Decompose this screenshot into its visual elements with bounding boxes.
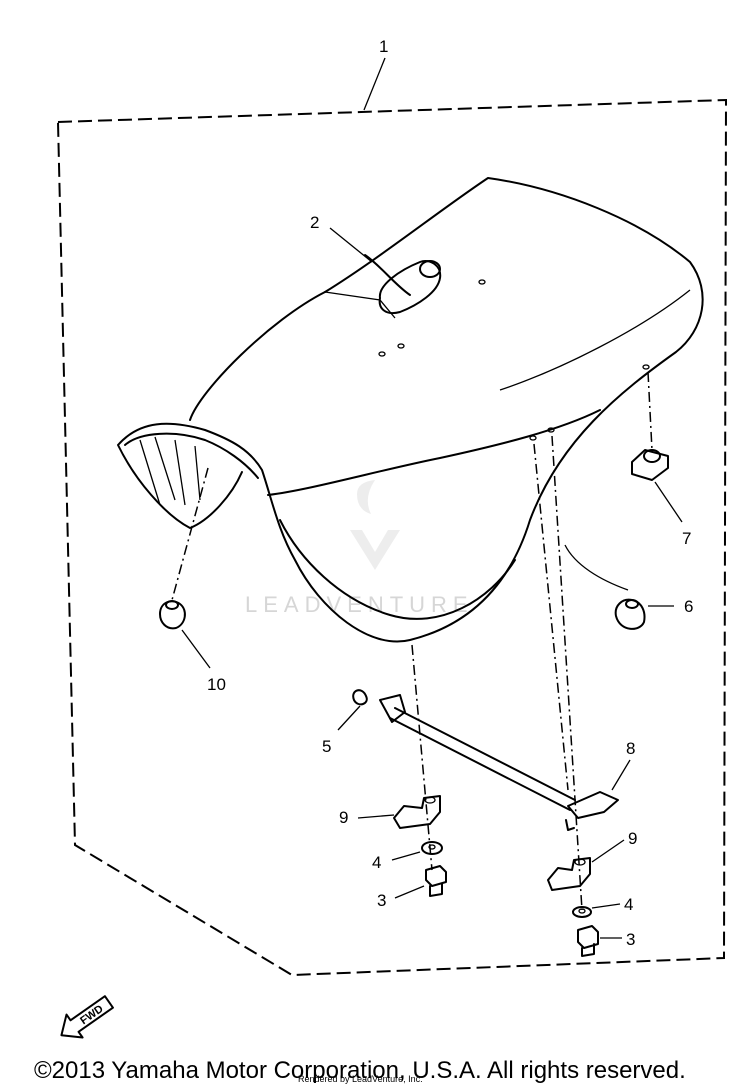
centerline-a bbox=[533, 443, 569, 791]
leader-6b bbox=[564, 544, 629, 591]
part-3-bolt-left bbox=[425, 865, 447, 897]
leader-9a bbox=[357, 814, 395, 819]
part-5-clip bbox=[352, 689, 368, 706]
watermark-text: LEADVENTURE bbox=[245, 592, 474, 617]
watermark-logo bbox=[350, 480, 400, 570]
part-6-damper bbox=[614, 598, 646, 630]
callout-3-left: 3 bbox=[377, 891, 386, 910]
leader-8 bbox=[611, 759, 631, 791]
copyright-notice: ©2013 Yamaha Motor Corporation, U.S.A. A… bbox=[34, 1057, 686, 1084]
callout-4-right: 4 bbox=[624, 895, 633, 914]
centerline-c bbox=[411, 644, 433, 871]
leader-2 bbox=[329, 227, 373, 263]
leader-10 bbox=[181, 629, 211, 669]
callout-5: 5 bbox=[322, 737, 331, 756]
leader-7 bbox=[654, 481, 683, 523]
leader-4b bbox=[591, 903, 621, 909]
callout-2: 2 bbox=[310, 213, 319, 232]
centerline-b bbox=[551, 435, 583, 911]
seat bbox=[117, 177, 704, 643]
callout-4-left: 4 bbox=[372, 853, 381, 872]
centerline-10 bbox=[171, 467, 209, 601]
fwd-arrow-icon: FWD bbox=[60, 995, 114, 1039]
part-8-rod bbox=[379, 694, 619, 831]
leader-9b bbox=[591, 839, 625, 863]
part-9-bracket-right bbox=[547, 857, 591, 891]
assembly-boundary bbox=[56, 98, 728, 977]
centerline-7 bbox=[647, 371, 653, 451]
callout-7: 7 bbox=[682, 529, 691, 548]
callout-3-right: 3 bbox=[626, 930, 635, 949]
leader-3a bbox=[394, 885, 425, 899]
part-2-hinge bbox=[364, 254, 442, 314]
callout-9-right: 9 bbox=[628, 829, 637, 848]
callout-10: 10 bbox=[207, 675, 226, 694]
callout-1: 1 bbox=[379, 37, 388, 56]
leader-1 bbox=[363, 57, 386, 111]
callout-8: 8 bbox=[626, 739, 635, 758]
part-7-clip bbox=[631, 449, 669, 481]
part-4-washer-right bbox=[572, 906, 592, 918]
part-3-bolt-right bbox=[577, 925, 599, 957]
rendered-by-notice: Rendered by LeadVenture, Inc. bbox=[298, 1074, 423, 1084]
part-10-damper bbox=[159, 600, 186, 630]
part-9-bracket-left bbox=[393, 795, 441, 829]
part-4-washer-left bbox=[421, 841, 443, 855]
callout-6: 6 bbox=[684, 597, 693, 616]
callout-9-left: 9 bbox=[339, 808, 348, 827]
leader-5 bbox=[337, 705, 361, 731]
leader-4a bbox=[391, 851, 421, 861]
